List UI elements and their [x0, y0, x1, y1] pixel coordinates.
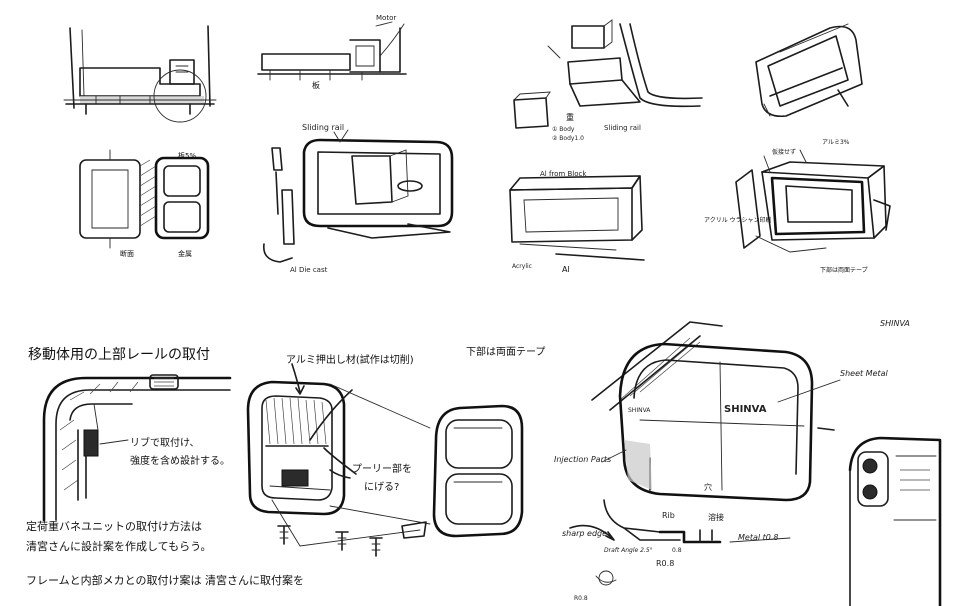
draft-angle-label: Draft Angle 2.5°	[604, 547, 653, 554]
sketch-angled-box	[755, 23, 863, 118]
r08-label-a: R0.8	[656, 559, 674, 568]
sketch-frame-front: 板5% 断面 金属	[79, 149, 210, 258]
sketch-box-slidingrail: Sliding rail Al Die cast	[263, 123, 454, 274]
hole-label: 穴	[704, 482, 712, 492]
spring-note-2: 清宮さんに設計案を作成してもらう。	[26, 539, 211, 553]
small-note-1: 仮接せず	[772, 148, 796, 156]
small-note-2: アルミ3%	[822, 139, 850, 146]
double-tape-note: 下部は両面テープ	[466, 345, 545, 358]
sketch-rail-motor: Motor 板	[257, 14, 407, 90]
weld-label: 溶接	[708, 512, 724, 522]
al-from-block-label: Al from Block	[540, 170, 587, 178]
sketch-rail-mounting: 移動体用の上部レールの取付 リブで取付け、 強度を含め設計する。 アルミ押出し材…	[26, 347, 524, 587]
spring-note-1: 定荷重バネユニットの取付け方法は	[26, 519, 202, 533]
angle-r5-label: 板5%	[178, 151, 196, 160]
sketch-bent-rail: 重 ① Body ② Body1.0 Sliding rail	[513, 19, 703, 142]
injection-parts-label: Injection Parts	[554, 455, 611, 464]
side-brand-label: SHINVA	[628, 407, 651, 414]
sketch-shinva-housing: SHINVA SHINVA SHINVA 穴 Sheet Metal Injec…	[554, 319, 942, 606]
sketch-exploded-frame: 仮接せず アルミ3% アクリル ウラシャン印刷 下部は両面テープ	[704, 139, 891, 274]
heavy-label: 重	[566, 112, 574, 122]
pulley-note-1: プーリー部を	[352, 462, 412, 475]
acrylic-print-note: アクリル ウラシャン印刷	[704, 216, 772, 224]
sharp-edge-label-1: sharp edge	[562, 529, 607, 538]
sheet-metal-label: Sheet Metal	[840, 369, 889, 378]
rib-note-2: 強度を含め設計する。	[130, 454, 230, 467]
rib-label: Rib	[662, 511, 675, 520]
al-label: Al	[562, 265, 570, 274]
brand-corner-label: SHINVA	[880, 319, 910, 328]
plate-label: 板	[312, 80, 320, 90]
motor-label: Motor	[376, 14, 396, 22]
sketch-cabinet-section	[63, 25, 217, 123]
frame-note: 断面	[120, 249, 134, 258]
pulley-note-2: にげる?	[364, 481, 399, 493]
option-2-label: ② Body1.0	[552, 135, 584, 142]
rib-note-1: リブで取付け、	[130, 436, 200, 449]
rail-mount-title: 移動体用の上部レールの取付	[28, 347, 210, 363]
metal-thickness-label: Metal t0.8	[738, 533, 779, 542]
brand-front-label: SHINVA	[724, 404, 767, 415]
sliding-rail-label-2: Sliding rail	[604, 124, 641, 132]
al-die-cast-label: Al Die cast	[290, 266, 328, 274]
r08-label-b: R0.8	[574, 595, 588, 602]
base-note: 金属	[178, 249, 192, 258]
sketch-al-block: Al from Block Acrylic Al	[509, 170, 645, 274]
sliding-rail-label-1: Sliding rail	[302, 123, 344, 132]
frame-mount-note: フレームと内部メカとの取付け案は 清宮さんに取付案を	[26, 573, 304, 587]
bottom-tape-note: 下部は両面テープ	[820, 266, 868, 274]
option-1-label: ① Body	[552, 126, 575, 133]
extrusion-note: アルミ押出し材(試作は切削)	[286, 353, 414, 366]
acrylic-label: Acrylic	[512, 263, 532, 270]
dim-08-label: 0.8	[672, 547, 682, 554]
